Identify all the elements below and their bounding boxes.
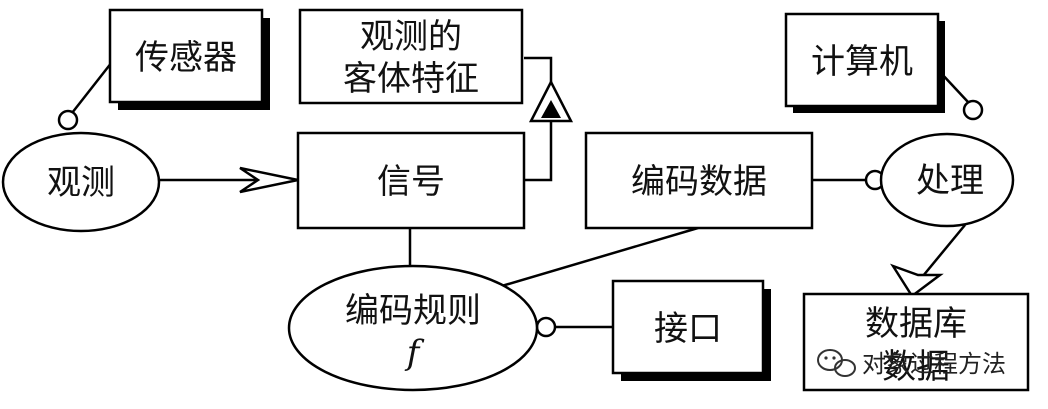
observed-feature-label-line1: 观测的 — [360, 17, 462, 57]
generalization-triangle-inner — [541, 100, 561, 118]
process-database-arrowhead — [889, 263, 944, 298]
watermark-text: 对象过程方法 — [862, 350, 1006, 378]
object-encoded-data: 编码数据 — [584, 131, 814, 230]
database-label-line2: 数据 — [882, 347, 950, 387]
process-encoding-rule: 编码规则 f — [287, 264, 539, 392]
object-signal: 信号 — [296, 131, 526, 230]
object-computer: 计算机 — [784, 12, 945, 113]
process-handle: 处理 — [879, 132, 1015, 228]
encoded-data-label: 编码数据 — [631, 162, 767, 202]
process-label: 处理 — [916, 161, 984, 201]
interface-label: 接口 — [654, 309, 722, 349]
watermark: 对象过程方法 — [817, 349, 1006, 378]
object-database: 数据库 数据 — [802, 292, 1030, 392]
object-sensor: 传感器 — [108, 8, 270, 110]
process-database-link — [917, 224, 966, 283]
data-rule-link — [494, 226, 699, 290]
process-observe: 观测 — [1, 131, 161, 233]
sensor-agent-circle — [57, 109, 79, 131]
links — [57, 56, 984, 338]
observed-feature-label-line2: 客体特征 — [343, 59, 479, 99]
object-observed-feature: 观测的 客体特征 — [298, 8, 524, 105]
sensor-label: 传感器 — [135, 38, 237, 78]
wechat-icon — [817, 349, 856, 377]
signal-label: 信号 — [377, 162, 445, 202]
computer-agent-circle — [962, 99, 984, 121]
database-label-line1: 数据库 — [865, 304, 967, 344]
signal-feature-link — [524, 118, 553, 182]
observe-label: 观测 — [47, 163, 115, 203]
sensor-observe-link — [71, 61, 113, 114]
object-interface: 接口 — [611, 279, 771, 381]
interface-agent-circle — [535, 316, 557, 338]
feature-link-top — [524, 56, 553, 88]
encoding-rule-label: 编码规则 — [345, 291, 481, 331]
computer-label: 计算机 — [811, 42, 913, 82]
observe-signal-arrowhead — [239, 166, 299, 194]
